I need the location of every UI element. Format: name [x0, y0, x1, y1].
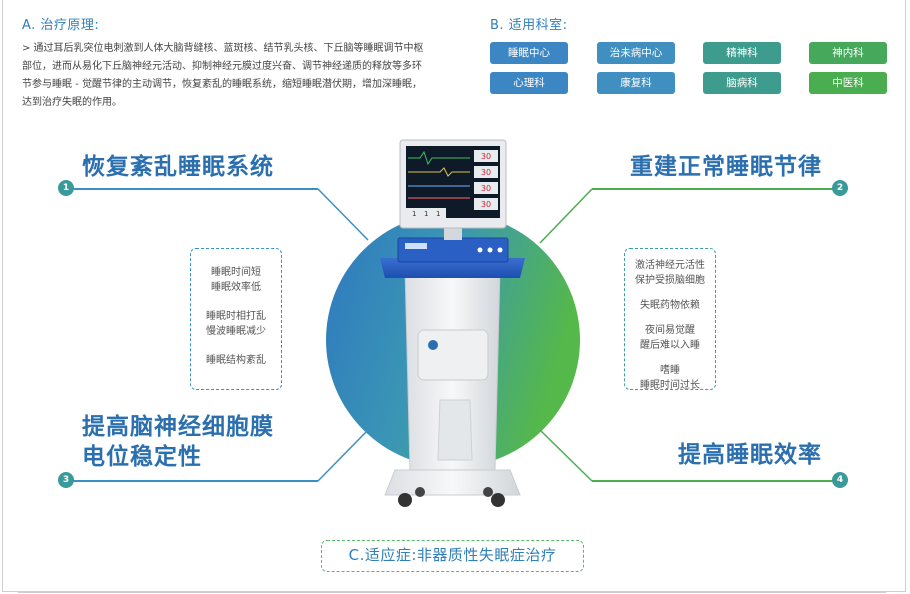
monitor-readout-3: 30 [481, 184, 491, 193]
monitor-readout-2: 30 [481, 168, 491, 177]
connector-4-line [592, 480, 842, 482]
benefit-2-number: 2 [832, 180, 848, 196]
wheel-back-right [483, 487, 493, 497]
footer-divider [18, 592, 886, 593]
wheel-front-right [491, 493, 505, 507]
department-tag: 心理科 [490, 72, 568, 94]
right-card-item: 夜间易觉醒 醒后难以入睡 [640, 325, 700, 351]
left-card-item: 睡眠结构紊乱 [206, 355, 266, 366]
right-card-item: 失眠药物依赖 [640, 300, 700, 311]
connector-1-diagonal [317, 188, 369, 241]
benefit-3-title-line-2: 电位稳定性 [82, 444, 202, 470]
section-b-title: B. 适用科室: [490, 18, 568, 33]
benefit-2-title: 重建正常睡眠节律 [630, 154, 822, 180]
benefit-4-number: 4 [832, 472, 848, 488]
department-tag: 治未病中心 [597, 42, 675, 64]
benefit-3-title-line-1: 提高脑神经细胞膜 [82, 414, 274, 440]
right-effect-card: 激活神经元活性 保护受损脑细胞 失眠药物依赖 夜间易觉醒 醒后难以入睡 嗜睡 睡… [624, 248, 716, 391]
right-card-item: 嗜睡 睡眠时间过长 [640, 365, 700, 391]
section-a-title: A. 治疗原理: [22, 18, 100, 33]
indication-box: C.适应症:非器质性失眠症治疗 [321, 540, 584, 572]
monitor-readout-1: 30 [481, 152, 491, 161]
storage-bin [417, 329, 489, 381]
connector-2-line [592, 188, 842, 190]
department-tag: 中医科 [809, 72, 887, 94]
benefit-1-number: 1 [58, 180, 74, 196]
benefit-1-title: 恢复紊乱睡眠系统 [82, 154, 274, 180]
right-card-item: 激活神经元活性 保护受损脑细胞 [635, 260, 705, 286]
monitor-digit-3: 1 [436, 210, 440, 218]
left-symptom-card: 睡眠时间短 睡眠效率低 睡眠时相打乱 慢波睡眠减少 睡眠结构紊乱 [190, 248, 282, 390]
connector-2-diagonal [539, 188, 593, 244]
connector-3-diagonal [317, 429, 369, 482]
department-tag: 康复科 [597, 72, 675, 94]
connector-3-line [66, 480, 318, 482]
wheel-front-left [398, 493, 412, 507]
treatment-principle-text: > 通过耳后乳突位电刺激到人体大脑背缝核、蓝斑核、结节乳头核、下丘脑等睡眠调节中… [22, 43, 424, 108]
cart-base [384, 469, 521, 496]
connector-1-line [66, 188, 318, 190]
panel-label [405, 243, 427, 249]
left-card-item: 睡眠时间短 睡眠效率低 [211, 267, 261, 293]
connector-4-diagonal [539, 429, 593, 482]
benefit-3-number: 3 [58, 472, 74, 488]
control-tray [380, 258, 525, 278]
benefit-4-title: 提高睡眠效率 [678, 442, 822, 468]
department-tag: 精神科 [703, 42, 781, 64]
column-recess [437, 399, 473, 461]
department-tag: 睡眠中心 [490, 42, 568, 64]
monitor-arm [444, 225, 462, 240]
department-tag: 脑病科 [703, 72, 781, 94]
monitor-digit-1: 1 [412, 210, 416, 218]
logo-mark [428, 340, 438, 350]
department-tag: 神内科 [809, 42, 887, 64]
left-card-item: 睡眠时相打乱 慢波睡眠减少 [206, 311, 266, 337]
wheel-back-left [415, 487, 425, 497]
benefit-3-title: 提高脑神经细胞膜 电位稳定性 [82, 412, 274, 472]
monitor-readout-4: 30 [481, 200, 491, 209]
monitor-digit-2: 1 [424, 210, 428, 218]
